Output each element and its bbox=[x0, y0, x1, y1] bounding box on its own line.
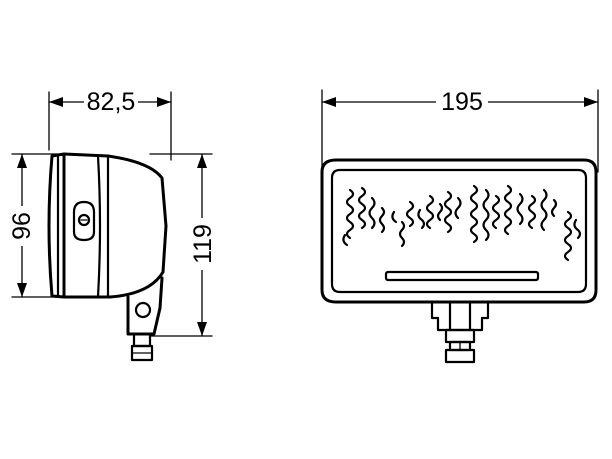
lens-pattern bbox=[342, 184, 582, 262]
width-label: 195 bbox=[441, 88, 483, 116]
depth-label: 82,5 bbox=[87, 88, 136, 116]
dimension-total-height: 119 bbox=[149, 153, 217, 337]
lamp-side-profile bbox=[47, 152, 168, 362]
front-mount bbox=[430, 300, 490, 364]
dimension-lens-height: 96 bbox=[8, 153, 59, 298]
front-view: 195 bbox=[320, 86, 599, 364]
dimension-depth: 82,5 bbox=[48, 86, 172, 161]
dimension-width: 195 bbox=[321, 86, 599, 173]
lens-height-label: 96 bbox=[8, 212, 36, 240]
lamp-front-housing bbox=[320, 158, 598, 304]
side-view: 82,5 96 119 bbox=[8, 86, 217, 362]
total-height-label: 119 bbox=[189, 224, 217, 264]
